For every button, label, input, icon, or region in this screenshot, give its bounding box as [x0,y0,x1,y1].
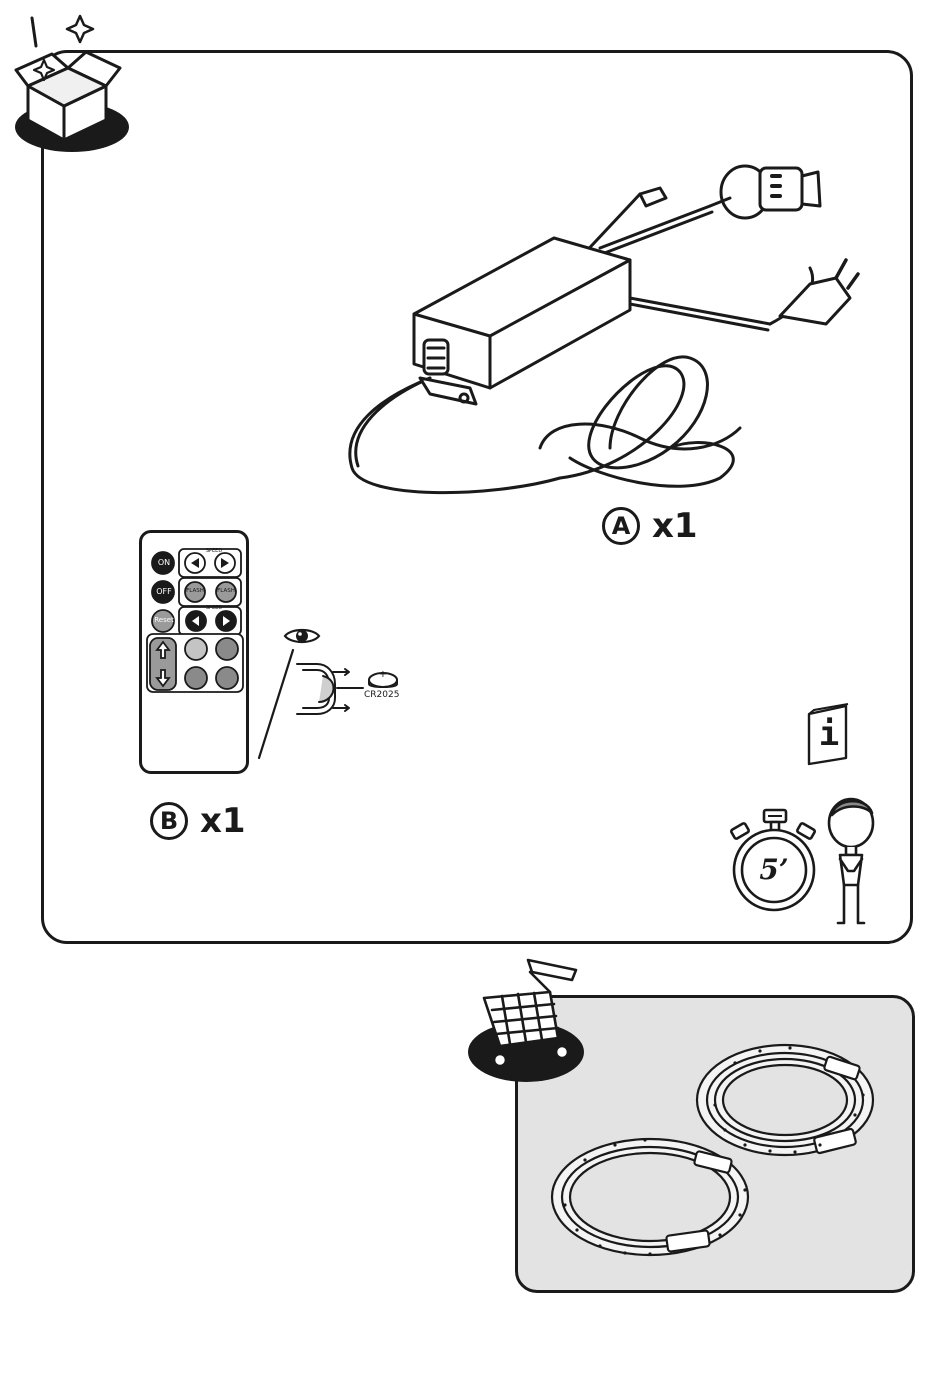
info-glyph: i [816,714,842,754]
eye-icon [285,630,319,642]
person-icon [824,793,880,927]
remote-flash-left-label: FLASH- [183,588,209,594]
remote-speed-label: SPEED [201,548,227,554]
item-b-letter-badge: B [150,802,188,840]
item-b-quantity: x1 [200,804,246,838]
item-b-letter: B [160,807,178,835]
remote-speed-bottom-label: SPEED [201,605,227,611]
remote-flash-right-label: FLASH [213,588,239,594]
info-booklet-icon: i [806,702,852,766]
open-box-icon [8,8,132,152]
item-a-quantity: x1 [652,509,698,543]
remote-off-label: OFF [153,587,175,596]
remote-on-label: ON [153,558,175,567]
led-strip-rolls-illustration [545,1035,900,1275]
battery-plus: + [377,669,389,680]
item-a-label: A x1 [602,505,732,547]
remote-reset-label: Reset [151,616,177,624]
power-adapter-illustration [340,148,860,508]
battery-label: CR2025 [364,690,399,700]
stopwatch-icon: 5’ [728,808,820,914]
item-a-letter-badge: A [602,507,640,545]
timer-value: 5’ [746,852,802,888]
item-b-label: B x1 [150,800,280,842]
battery-detail [255,622,425,782]
item-a-letter: A [612,512,631,540]
